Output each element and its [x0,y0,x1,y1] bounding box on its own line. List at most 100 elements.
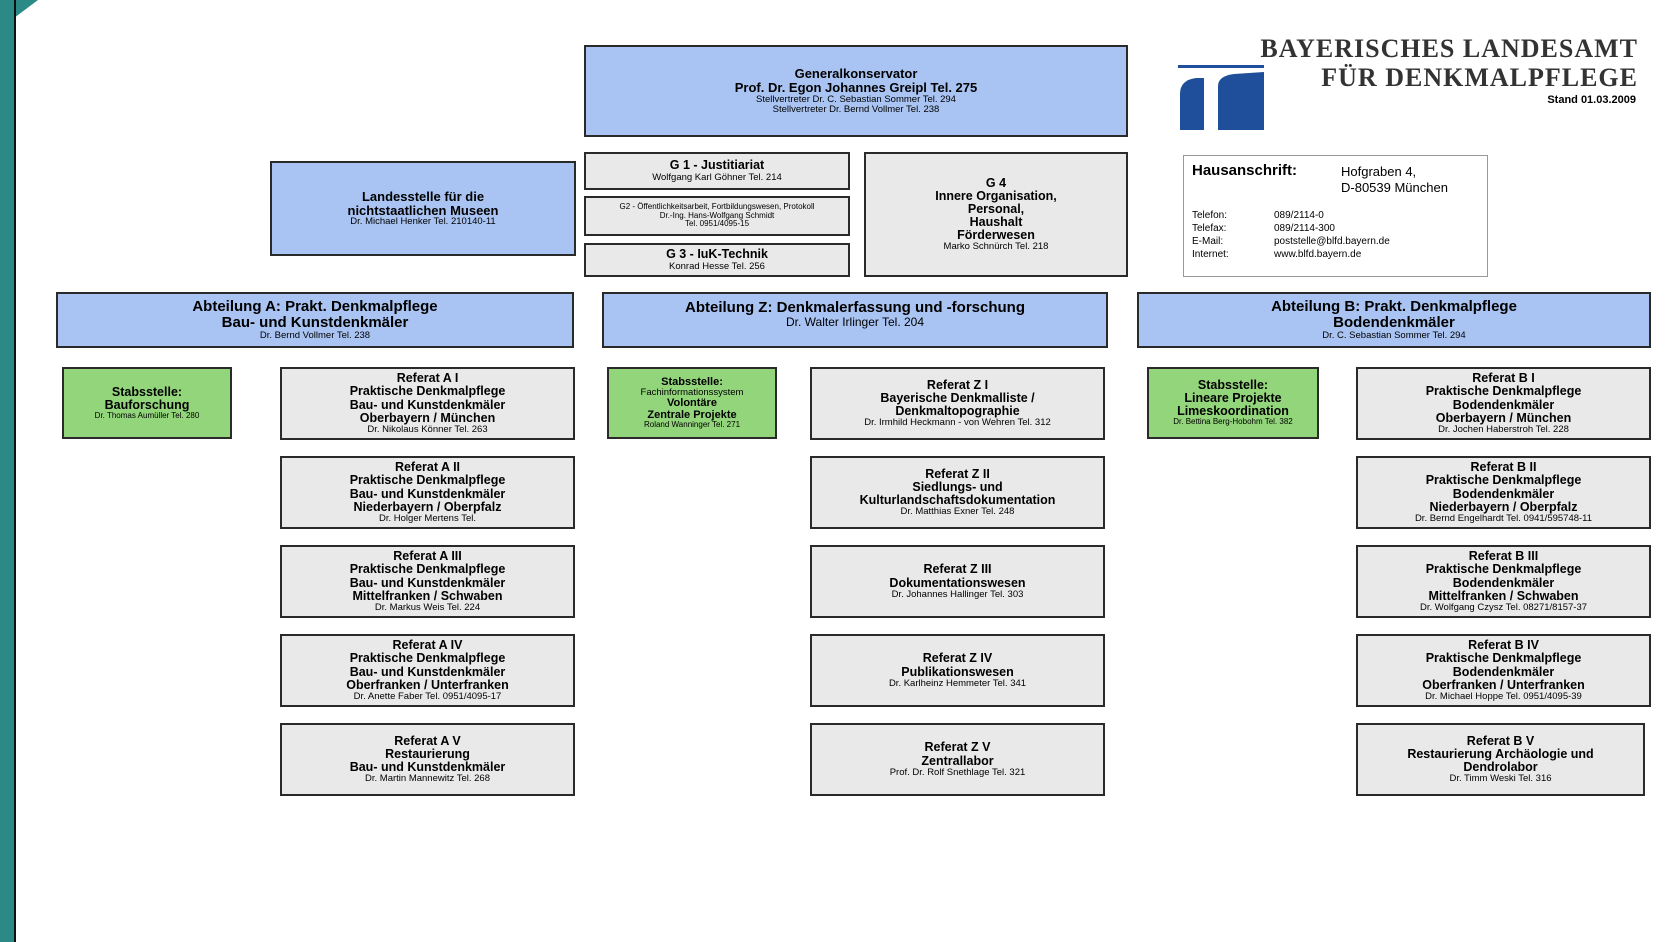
staff-z-line2: Fachinformationssystem [640,387,744,399]
referat-z-line: Publikationswesen [901,664,1014,679]
address-street: Hofgraben 4, [1341,164,1417,179]
referat-b-line: Dendrolabor [1463,760,1538,775]
referat-b-line: Praktische Denkmalpflege [1425,562,1582,577]
g2-box: G2 - Öffentlichkeitsarbeit, Fortbildungs… [584,196,850,236]
referat-a-line: Praktische Denkmalpflege [349,384,506,399]
address-city: D-80539 München [1341,180,1448,195]
staff-b-line1: Stabsstelle: [1197,378,1269,393]
referat-a-line: Bau- und Kunstdenkmäler [349,397,506,412]
referat-b-title: Referat B IV [1468,638,1539,653]
referat-a-line: Bau- und Kunstdenkmäler [349,760,506,775]
referat-z-line: Bayerische Denkmalliste / [880,390,1035,405]
g4-box: G 4 Innere Organisation, Personal, Haush… [864,152,1128,277]
referat-b-title: Referat B V [1466,733,1535,748]
g2-tel: Tel. 0951/4095-15 [684,219,750,229]
referat-z-line: Dokumentationswesen [889,575,1026,590]
g1-title: G 1 - Justitiariat [669,158,765,173]
staff-b-box: Stabsstelle: Lineare Projekte Limeskoord… [1147,367,1319,439]
referat-z-person: Prof. Dr. Rolf Snethlage Tel. 321 [889,766,1026,778]
referat-a-line: Oberfranken / Unterfranken [346,677,509,692]
g2-person: Dr.-Ing. Hans-Wolfgang Schmidt [659,210,775,220]
staff-z-box: Stabsstelle: Fachinformationssystem Volo… [607,367,777,439]
general-name: Prof. Dr. Egon Johannes Greipl Tel. 275 [734,80,978,96]
landesstelle-person: Dr. Michael Henker Tel. 210140-11 [350,216,496,228]
referat-b-title: Referat B II [1470,460,1537,475]
logo-title-line1: BAYERISCHES LANDESAMT [1260,34,1638,63]
referat-b-line: Praktische Denkmalpflege [1425,473,1582,488]
dept-z-person: Dr. Walter Irlinger Tel. 204 [785,314,925,329]
referat-b-line: Restaurierung Archäologie und [1407,746,1594,761]
referat-z-title: Referat Z I [926,377,989,392]
referat-b-person: Dr. Jochen Haberstroh Tel. 228 [1438,423,1569,435]
referat-b-line: Praktische Denkmalpflege [1425,384,1582,399]
slide-left-border [14,0,16,942]
blfd-logo-icon [1178,65,1264,130]
referat-a-person: Dr. Markus Weis Tel. 224 [374,601,481,613]
referat-z-line: Denkmaltopographie [895,404,1020,419]
referat-a-title: Referat A II [394,460,461,475]
referat-b-person: Dr. Timm Weski Tel. 316 [1449,773,1552,785]
g3-box: G 3 - IuK-Technik Konrad Hesse Tel. 256 [584,243,850,277]
dept-b-person: Dr. C. Sebastian Sommer Tel. 294 [1322,329,1466,341]
stand-date: Stand 01.03.2009 [1547,94,1636,106]
landesstelle-line2: nichtstaatlichen Museen [347,202,499,218]
referat-z-line: Kulturlandschaftsdokumentation [859,493,1056,508]
referat-b-person: Dr. Bernd Engelhardt Tel. 0941/595748-11 [1414,512,1593,524]
referat-z-person: Dr. Irmhild Heckmann - von Wehren Tel. 3… [864,417,1051,429]
referat-z-person: Dr. Johannes Hallinger Tel. 303 [891,588,1024,600]
referat-a-title: Referat A V [394,733,461,748]
g4-title: G 4 [985,175,1007,190]
referat-b-line: Bodendenkmäler [1452,664,1555,679]
referat-b-title: Referat B I [1472,371,1535,386]
referat-b-line: Niederbayern / Oberpfalz [1429,499,1578,514]
g1-person: Wolfgang Karl Göhner Tel. 214 [652,171,782,183]
referat-b-person: Dr. Wolfgang Czysz Tel. 08271/8157-37 [1419,601,1588,613]
referat-a-title: Referat A III [393,549,462,564]
referat-z-title: Referat Z IV [922,651,993,666]
dept-b-line1: Abteilung B: Prakt. Denkmalpflege [1271,298,1517,316]
staff-a-line2: Bauforschung [104,397,190,412]
dept-z-line1: Abteilung Z: Denkmalerfassung und -forsc… [684,299,1025,316]
staff-a-person: Dr. Thomas Aumüller Tel. 280 [94,410,200,420]
referat-a-line: Niederbayern / Oberpfalz [353,499,502,514]
landesstelle-box: Landesstelle für die nichtstaatlichen Mu… [270,161,576,256]
staff-a-line1: Stabsstelle: [111,384,183,399]
address-label: Hausanschrift: [1192,162,1298,179]
staff-z-line1: Stabsstelle: [661,375,723,388]
referat-z-person: Dr. Matthias Exner Tel. 248 [900,506,1015,518]
staff-b-line2: Lineare Projekte [1184,391,1282,406]
referat-a-person: Dr. Anette Faber Tel. 0951/4095-17 [353,690,502,702]
referat-a-line: Praktische Denkmalpflege [349,651,506,666]
g4-person: Marko Schnürch Tel. 218 [943,241,1049,253]
dept-b-line2: Bodendenkmäler [1333,314,1455,332]
general-title: Generalkonservator [794,66,918,82]
g2-title: G2 - Öffentlichkeitsarbeit, Fortbildungs… [619,202,815,212]
referat-b-line: Mittelfranken / Schwaben [1428,588,1579,603]
referat-b-line: Praktische Denkmalpflege [1425,651,1582,666]
referat-z-line: Zentrallabor [921,753,994,768]
dept-z-box: Abteilung Z: Denkmalerfassung und -forsc… [602,292,1108,348]
referat-z-title: Referat Z II [925,466,990,481]
referat-a-line: Bau- und Kunstdenkmäler [349,664,506,679]
referat-b-line: Oberfranken / Unterfranken [1422,677,1585,692]
g4-line: Personal, [967,201,1025,216]
referat-b-person: Dr. Michael Hoppe Tel. 0951/4095-39 [1425,690,1582,702]
staff-b-line3: Limeskoordination [1177,404,1289,419]
referat-b-line: Bodendenkmäler [1452,575,1555,590]
referat-a-line: Oberbayern / München [359,410,496,425]
g1-box: G 1 - Justitiariat Wolfgang Karl Göhner … [584,152,850,190]
referat-b-line: Bodendenkmäler [1452,397,1555,412]
generalkonservator-box: Generalkonservator Prof. Dr. Egon Johann… [584,45,1128,137]
referat-a-line: Bau- und Kunstdenkmäler [349,575,506,590]
referat-z-title: Referat Z III [923,562,992,577]
